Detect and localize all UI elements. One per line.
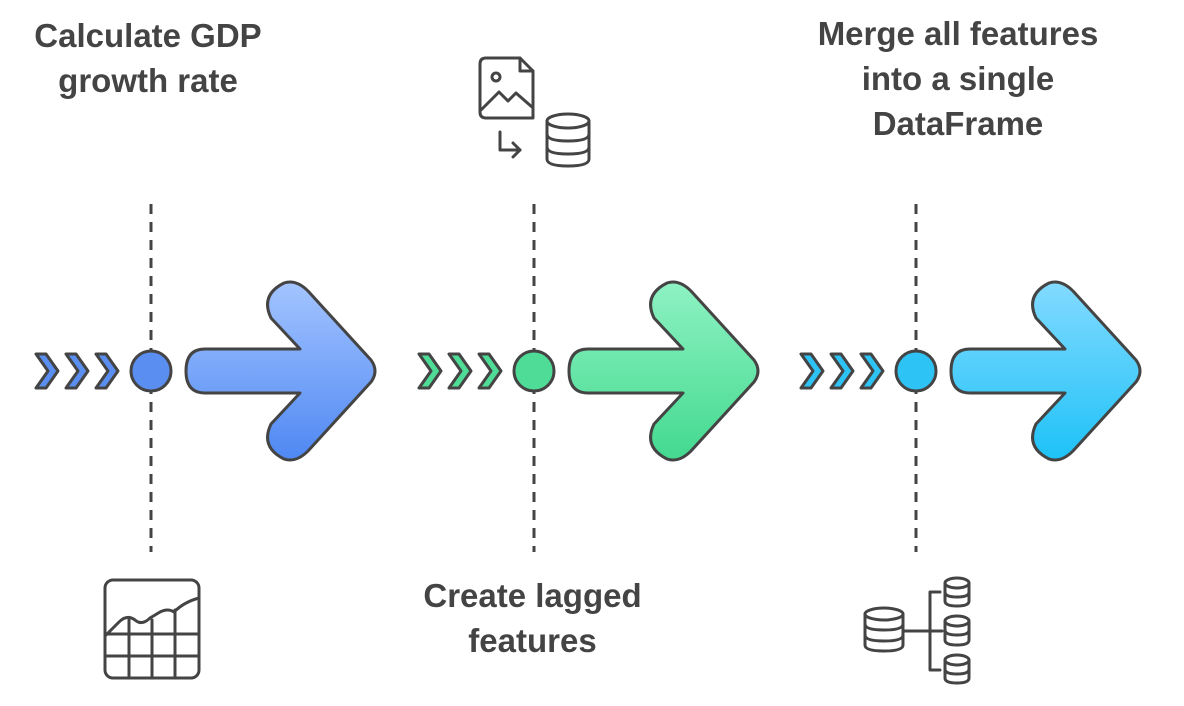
step-3-label: Merge all features into a single DataFra… (778, 11, 1138, 146)
step-3-label-line-1: Merge all features (817, 15, 1099, 52)
chevron-icon (859, 352, 885, 390)
step-2-arrow (567, 280, 760, 462)
step-1-label-line-2: growth rate (58, 62, 238, 99)
step-3-chevrons (799, 352, 885, 390)
step-3-arrow (949, 280, 1142, 462)
step-3-label-line-3: DataFrame (872, 105, 1044, 142)
chevron-icon (799, 352, 825, 390)
chevron-icon (477, 352, 503, 390)
step-2-label: Create lagged features (380, 573, 685, 663)
step-1 (34, 204, 377, 680)
step-3-node (894, 349, 938, 393)
step-1-label-line-1: Calculate GDP (34, 17, 262, 54)
chevron-icon (829, 352, 855, 390)
step-3 (799, 204, 1142, 685)
step-2 (417, 56, 760, 552)
database-merge-icon (863, 576, 971, 685)
step-1-node (129, 349, 173, 393)
step-2-node (512, 349, 556, 393)
chevron-icon (417, 352, 443, 390)
step-1-label: Calculate GDP growth rate (8, 13, 288, 103)
step-2-chevrons (417, 352, 503, 390)
chevron-icon (447, 352, 473, 390)
chevron-icon (64, 352, 90, 390)
step-2-label-line-2: features (468, 622, 597, 659)
step-2-label-line-1: Create lagged (423, 577, 642, 614)
step-3-label-line-2: into a single (861, 60, 1055, 97)
chevron-icon (34, 352, 60, 390)
chevron-icon (94, 352, 120, 390)
step-1-chevrons (34, 352, 120, 390)
image-to-database-icon (478, 56, 591, 168)
step-1-arrow (184, 280, 377, 462)
line-chart-grid-icon (103, 578, 201, 680)
